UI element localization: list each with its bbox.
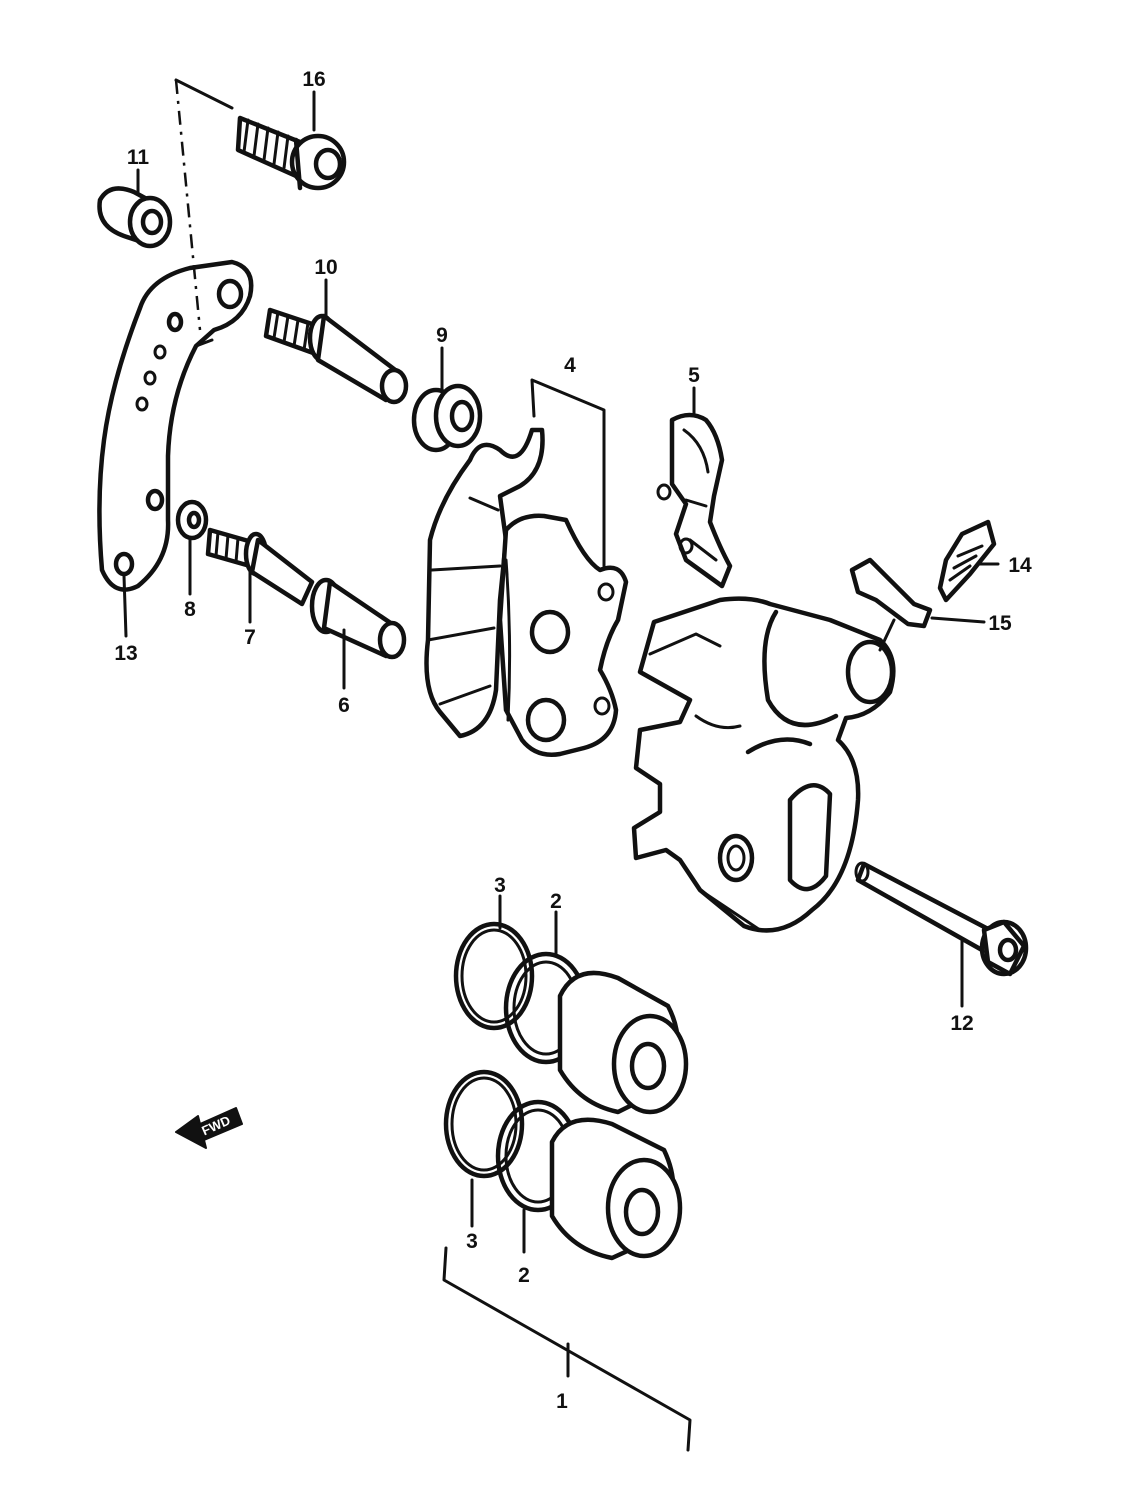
part-16-bolt [235, 115, 347, 191]
part-1-piston-upper [557, 970, 689, 1115]
leader-16 [174, 78, 234, 110]
callout-15: 15 [988, 612, 1012, 635]
leader-4 [530, 378, 606, 568]
callout-4: 4 [564, 354, 576, 377]
part-14-bleeder [937, 519, 997, 603]
callout-11: 11 [127, 146, 150, 169]
callout-1: 1 [556, 1390, 568, 1413]
part-11-sleeve [97, 186, 173, 249]
callout-2-upper: 2 [550, 890, 562, 913]
callout-10: 10 [314, 256, 337, 279]
callout-16: 16 [302, 68, 325, 91]
callout-6: 6 [338, 694, 350, 717]
part-4-pad-inner [424, 427, 545, 739]
callout-labels: 1 2 2 3 3 4 5 6 7 8 9 10 11 12 13 14 15 … [114, 68, 1032, 1413]
callout-8: 8 [184, 598, 196, 621]
part-1-piston-lower [549, 1117, 683, 1261]
part-5-spring [656, 412, 733, 589]
part-12-bolt [854, 861, 1029, 977]
part-7-stud [205, 527, 315, 607]
fwd-arrow-icon: FWD [175, 1107, 243, 1149]
part-6-pin [309, 577, 407, 660]
part-13-bracket [97, 259, 254, 592]
callout-3-upper: 3 [494, 874, 506, 897]
part-3-seal-lower [443, 1069, 525, 1179]
part-8-washer [175, 499, 209, 541]
part-4-pad-outer [497, 513, 629, 757]
callout-7: 7 [244, 626, 256, 649]
callout-12: 12 [950, 1012, 973, 1035]
callout-2-lower: 2 [518, 1264, 530, 1287]
part-10-pin [263, 307, 409, 405]
callout-13: 13 [114, 642, 137, 665]
part-9-boot [411, 383, 483, 453]
part-15-cap [849, 557, 933, 652]
part-3-seal-upper [453, 921, 535, 1031]
callout-14: 14 [1008, 554, 1032, 577]
callout-5: 5 [688, 364, 700, 387]
callout-9: 9 [436, 324, 448, 347]
callout-3-lower: 3 [466, 1230, 478, 1253]
caliper-body [631, 596, 896, 933]
leader-lines [122, 90, 1000, 1378]
alignment-line-16 [174, 79, 202, 331]
